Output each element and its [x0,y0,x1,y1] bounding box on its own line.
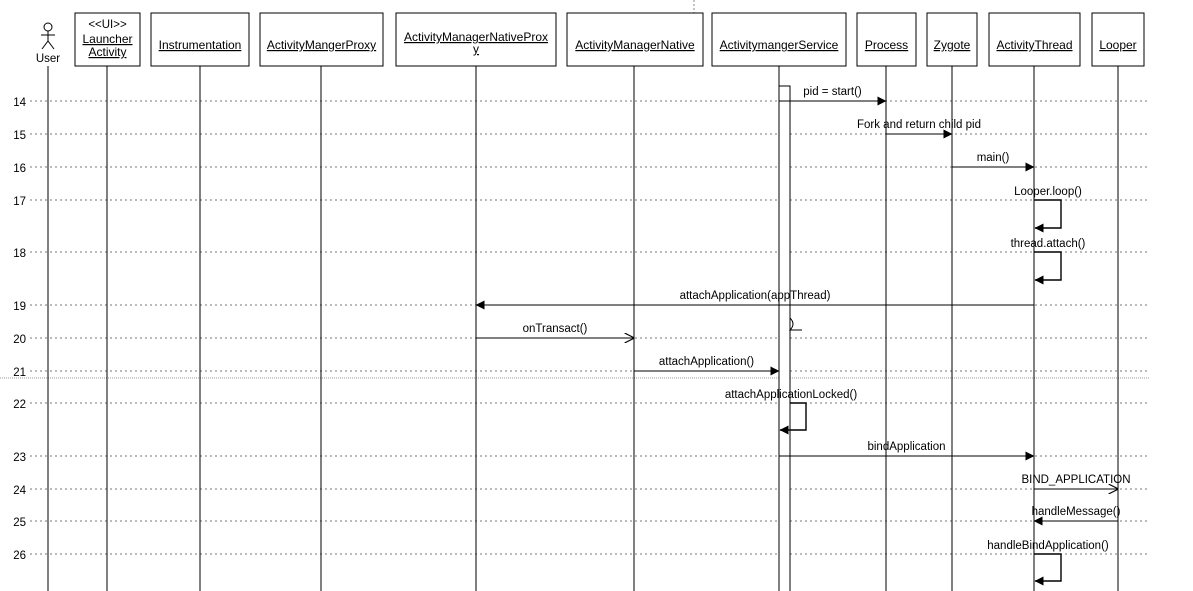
message: Looper.loop() [1014,186,1082,233]
message-label: Looper.loop() [1014,186,1082,198]
header-name: Looper [1099,38,1136,52]
header-looper: Looper [1091,12,1145,67]
header-instrumentation: Instrumentation [150,12,250,67]
row-number: 21 [13,367,26,379]
activation-ams [778,85,791,591]
message: Fork and return child pid [857,119,981,139]
message-label: onTransact() [523,323,588,335]
header-zygote: Zygote [926,12,978,67]
row-number: 26 [13,550,26,562]
header-name-line: y [473,42,479,56]
message-label: attachApplication(appThread) [680,290,831,302]
activation-break-mark [788,317,802,331]
row-number: 25 [13,517,26,529]
message: onTransact() [476,323,634,338]
row-number: 17 [13,196,26,208]
row-number: 20 [13,334,26,346]
message-arrow [779,402,807,435]
message-label: handleMessage() [1032,506,1121,518]
message: pid = start() [779,86,887,106]
row-number: 24 [13,485,26,497]
header-name: Process [865,38,908,52]
header-name: ActivityMangerProxy [267,38,376,52]
message-label: main() [977,152,1010,164]
actor-user: User [36,22,60,65]
message: thread.attach() [1011,238,1086,285]
message: BIND_APPLICATION [1021,474,1131,489]
header-amp: ActivityMangerProxy [259,12,384,67]
message-label: BIND_APPLICATION [1021,474,1130,486]
message-label: attachApplicationLocked() [725,389,857,401]
header-process: Process [856,12,917,67]
header-name: ActivityThread [996,38,1072,52]
row-number: 22 [13,399,26,411]
messages: pid = start() Fork and return child pid ma… [475,86,1131,586]
message-label: handleBindApplication() [987,540,1109,552]
message-label: Fork and return child pid [857,119,981,131]
row-number: 16 [13,163,26,175]
header-name: ActivityManagerNative [575,38,695,52]
message: bindApplication [779,441,1035,461]
row-number: 23 [13,452,26,464]
header-activitythread: ActivityThread [988,12,1081,67]
header-ams: ActivitymangerService [711,12,847,67]
activation-bars [778,85,802,591]
message-label: bindApplication [867,441,945,453]
message: attachApplication() [634,356,780,376]
row-numbers: 14 15 16 17 18 19 20 21 22 23 24 25 26 [13,97,26,562]
message: handleMessage() [1032,506,1121,526]
message-arrow [1034,553,1062,586]
stick-figure-icon [41,22,55,50]
header-name: ActivitymangerService [720,38,839,52]
row-number: 19 [13,301,26,313]
message-arrow [1034,199,1062,233]
message: attachApplication(appThread) [475,290,1034,310]
actor-label: User [36,53,60,65]
message-label: thread.attach() [1011,238,1086,250]
message: main() [952,152,1035,172]
message-arrow [1034,251,1062,285]
header-name: Zygote [934,38,971,52]
message-label: pid = start() [803,86,862,98]
row-number: 15 [13,130,26,142]
header-name: Instrumentation [159,38,242,52]
header-name-line: Launcher [82,32,132,46]
header-name-line: ActivityManagerNativeProx [404,30,548,44]
message-label: attachApplication() [659,356,754,368]
header-amn: ActivityManagerNative [566,12,704,67]
row-number: 14 [13,97,26,109]
header-name-line: Activity [88,45,126,59]
lifelines [47,66,1119,591]
message: attachApplicationLocked() [725,389,857,435]
message: handleBindApplication() [987,540,1109,586]
header-stereotype: <<UI>> [88,19,127,31]
row-number: 18 [13,248,26,260]
